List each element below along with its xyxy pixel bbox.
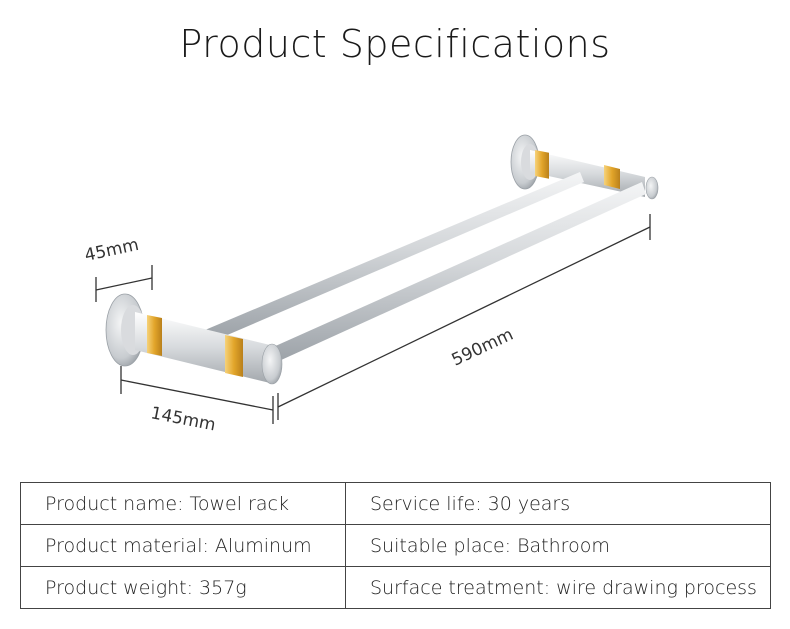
table-row: Product material: Aluminum Suitable plac… [20,524,771,567]
front-towel-bar [262,182,646,366]
right-support-arm [530,149,659,200]
spec-service-life: Service life: 30 years [345,482,771,525]
dimension-label-590mm: 590mm [449,325,517,371]
dimension-length: 590mm [277,214,651,420]
dimension-label-45mm: 45mm [83,235,141,266]
spec-surface-treatment: Surface treatment: wire drawing process [345,566,771,609]
dimension-base-width: 45mm [83,235,153,302]
dimension-label-145mm: 145mm [149,403,217,435]
table-row: Product weight: 357g Surface treatment: … [20,566,771,609]
page-title: Product Specifications [179,22,611,66]
back-towel-bar [205,172,584,342]
spec-product-weight: Product weight: 357g [20,566,346,609]
specifications-table: Product name: Towel rack Service life: 3… [20,482,771,609]
table-row: Product name: Towel rack Service life: 3… [20,482,771,525]
spec-product-material: Product material: Aluminum [20,524,346,567]
left-support-arm [135,312,283,385]
spec-suitable-place: Suitable place: Bathroom [345,524,771,567]
spec-product-name: Product name: Towel rack [20,482,346,525]
towel-rack-figure: 45mm 145mm 590mm [83,134,659,435]
